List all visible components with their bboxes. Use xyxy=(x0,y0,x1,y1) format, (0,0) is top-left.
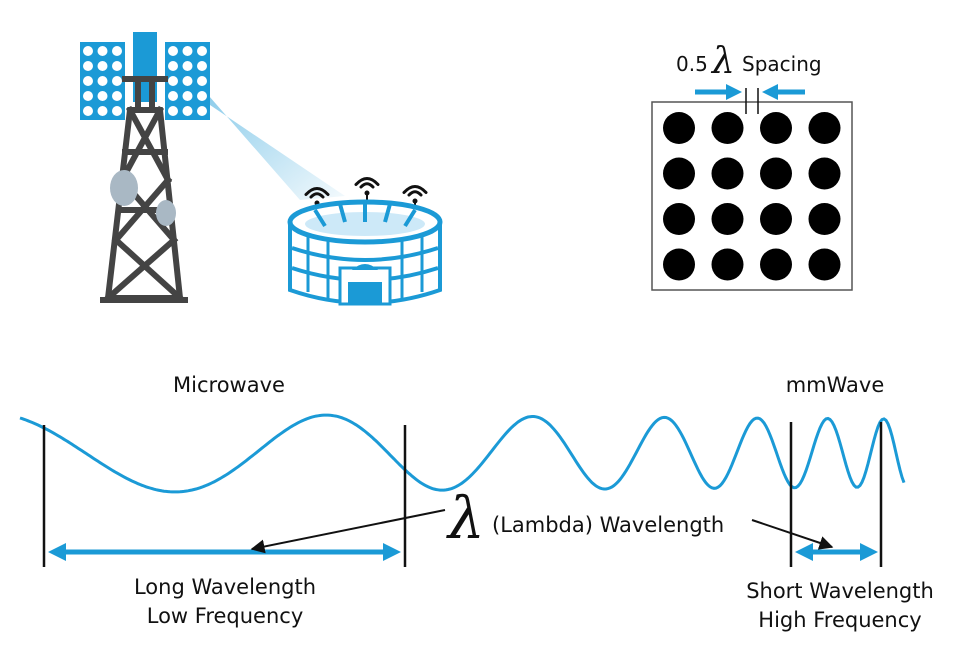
antenna-element xyxy=(711,248,744,281)
panel-cell xyxy=(168,91,178,101)
panel-cell xyxy=(112,91,122,101)
antenna-element xyxy=(808,157,841,190)
panel-cell xyxy=(97,76,108,86)
panel-cell xyxy=(197,76,207,86)
panel-cell xyxy=(97,91,108,101)
panel-cell xyxy=(112,76,122,86)
antenna-element xyxy=(663,203,695,235)
panel-cell xyxy=(197,46,207,56)
mmwave-label: mmWave xyxy=(786,373,885,397)
panel-cell xyxy=(182,106,193,116)
dish-right xyxy=(156,200,176,226)
pointer-to-short-arrow xyxy=(751,519,834,550)
wave-curve xyxy=(19,413,906,494)
panel-cell xyxy=(197,106,207,116)
lambda-caption: (Lambda) Wavelength xyxy=(492,513,724,537)
stadium-icon xyxy=(287,176,443,306)
antenna-element xyxy=(760,248,792,281)
pointer-to-long-arrow xyxy=(250,509,446,554)
dish-left xyxy=(110,170,138,206)
spacing-arrow-left xyxy=(695,84,742,100)
antenna-element xyxy=(808,248,841,281)
panel-cell xyxy=(112,61,122,71)
antenna-element xyxy=(760,112,792,144)
long-wavelength-arrow xyxy=(48,543,401,561)
panel-cell xyxy=(182,76,193,86)
antenna-element xyxy=(760,157,792,190)
antenna-element xyxy=(663,112,695,144)
antenna-element xyxy=(663,248,695,281)
antenna-element xyxy=(808,112,841,144)
panel-cell xyxy=(97,61,108,71)
spacing-value: 0.5 xyxy=(676,52,708,76)
panel-cell xyxy=(182,46,193,56)
panel-cell xyxy=(83,91,93,101)
antenna-element xyxy=(760,203,792,235)
antenna-element xyxy=(711,157,744,190)
cell-tower-icon xyxy=(80,32,345,303)
signal-beam xyxy=(195,80,345,200)
low-frequency-label: Low Frequency xyxy=(147,604,304,628)
solar-panel-right xyxy=(165,42,210,120)
panel-cell xyxy=(83,76,93,86)
panel-cell xyxy=(112,106,122,116)
panel-cell xyxy=(112,46,122,56)
panel-cell xyxy=(182,91,193,101)
solar-panel-left xyxy=(80,42,125,120)
antenna-element xyxy=(711,203,744,235)
long-wavelength-label: Long Wavelength xyxy=(134,575,316,599)
spacing-arrow-right xyxy=(762,84,805,100)
panel-cell xyxy=(168,46,178,56)
antenna-array-icon: 0.5 λ Spacing xyxy=(651,41,853,291)
panel-cell xyxy=(97,106,108,116)
antenna-element xyxy=(808,203,841,235)
panel-cell xyxy=(197,61,207,71)
high-frequency-label: High Frequency xyxy=(758,608,921,632)
microwave-label: Microwave xyxy=(173,373,285,397)
panel-cell xyxy=(83,46,93,56)
panel-cell xyxy=(97,46,108,56)
spacing-label: Spacing xyxy=(742,52,822,76)
spacing-lambda-symbol: λ xyxy=(710,41,735,82)
panel-cell xyxy=(83,106,93,116)
panel-cell xyxy=(182,61,193,71)
panel-cell xyxy=(197,91,207,101)
panel-cell xyxy=(83,61,93,71)
panel-cell xyxy=(168,76,178,86)
antenna-element xyxy=(711,112,744,144)
panel-cell xyxy=(168,61,178,71)
short-wavelength-label: Short Wavelength xyxy=(746,579,934,603)
wifi-signal-icon xyxy=(354,176,380,203)
short-wavelength-arrow xyxy=(795,543,878,561)
panel-cell xyxy=(168,106,178,116)
lambda-symbol: λ xyxy=(446,484,485,552)
antenna-element xyxy=(663,157,695,190)
